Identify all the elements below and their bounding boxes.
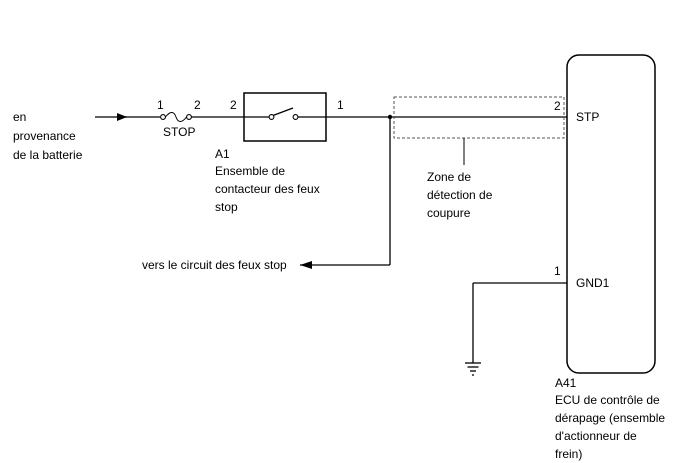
switch-contact-in xyxy=(268,114,275,120)
fuse-terminal-in xyxy=(160,114,166,120)
stop-circuit-label: vers le circuit des feux stop xyxy=(142,258,287,272)
fuse-element xyxy=(165,112,187,122)
fuse-terminal-out xyxy=(186,114,192,120)
break-detection-zone xyxy=(393,96,565,139)
ecu-box xyxy=(566,54,656,374)
ground-symbol xyxy=(465,362,481,376)
fuse-label: STOP xyxy=(163,125,195,139)
source-label-line1: en xyxy=(13,110,26,124)
switch-pin-in: 2 xyxy=(230,98,237,112)
ecu-stp-label: STP xyxy=(576,110,599,124)
source-label-line3: de la batterie xyxy=(13,148,83,162)
ecu-desc-line2: dérapage (ensemble xyxy=(555,411,665,425)
zone-label-line2: détection de xyxy=(427,188,493,202)
ecu-desc-line4: frein) xyxy=(555,447,582,461)
switch-pin-out: 1 xyxy=(337,98,344,112)
switch-desc-line2: contacteur des feux xyxy=(215,182,320,196)
ecu-desc-line1: ECU de contrôle de xyxy=(555,393,660,407)
fuse-pin-in: 1 xyxy=(157,98,164,112)
switch-desc-line3: stop xyxy=(215,200,238,214)
switch-blade xyxy=(272,107,294,117)
fuse-pin-out: 2 xyxy=(194,98,201,112)
ecu-desc-line3: d'actionneur de xyxy=(555,429,637,443)
switch-contact-out xyxy=(292,114,299,120)
ecu-stp-pin: 2 xyxy=(554,99,561,113)
switch-desc-line1: Ensemble de xyxy=(215,164,285,178)
zone-label-line1: Zone de xyxy=(427,170,471,184)
zone-label-line3: coupure xyxy=(427,206,471,220)
ecu-id: A41 xyxy=(555,376,577,390)
switch-id: A1 xyxy=(215,147,230,161)
stop-circuit-arrow xyxy=(300,261,312,269)
ecu-gnd-pin: 1 xyxy=(554,264,561,278)
ecu-gnd-label: GND1 xyxy=(576,276,610,290)
source-label-line2: provenance xyxy=(13,129,76,143)
